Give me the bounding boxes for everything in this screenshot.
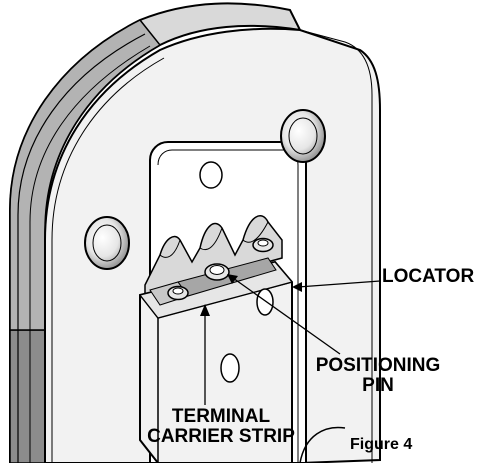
locator-holes (220, 288, 274, 383)
handle-lower (299, 426, 346, 463)
positioning-pin-label-line1: POSITIONING (315, 355, 441, 376)
crimp-die-teeth (144, 215, 283, 296)
positioning-pin-label: POSITIONING PIN (300, 356, 456, 396)
terminal-carrier-strip-label: TERMINAL CARRIER STRIP (138, 407, 304, 447)
locator-label: LOCATOR (382, 266, 475, 287)
callout-lines (200, 274, 381, 405)
mounting-bushings (84, 109, 326, 270)
positioning-pin-label-line2: PIN (362, 374, 394, 396)
figure-caption: Figure 4 (350, 436, 413, 453)
locator-screws (167, 237, 274, 301)
terminal-carrier-strip-label-line2: CARRIER STRIP (147, 425, 295, 447)
terminal-carrier-strip-label-line1: TERMINAL (171, 406, 271, 427)
positioning-pin (204, 263, 230, 281)
tool-frame-rear (9, 2, 302, 463)
